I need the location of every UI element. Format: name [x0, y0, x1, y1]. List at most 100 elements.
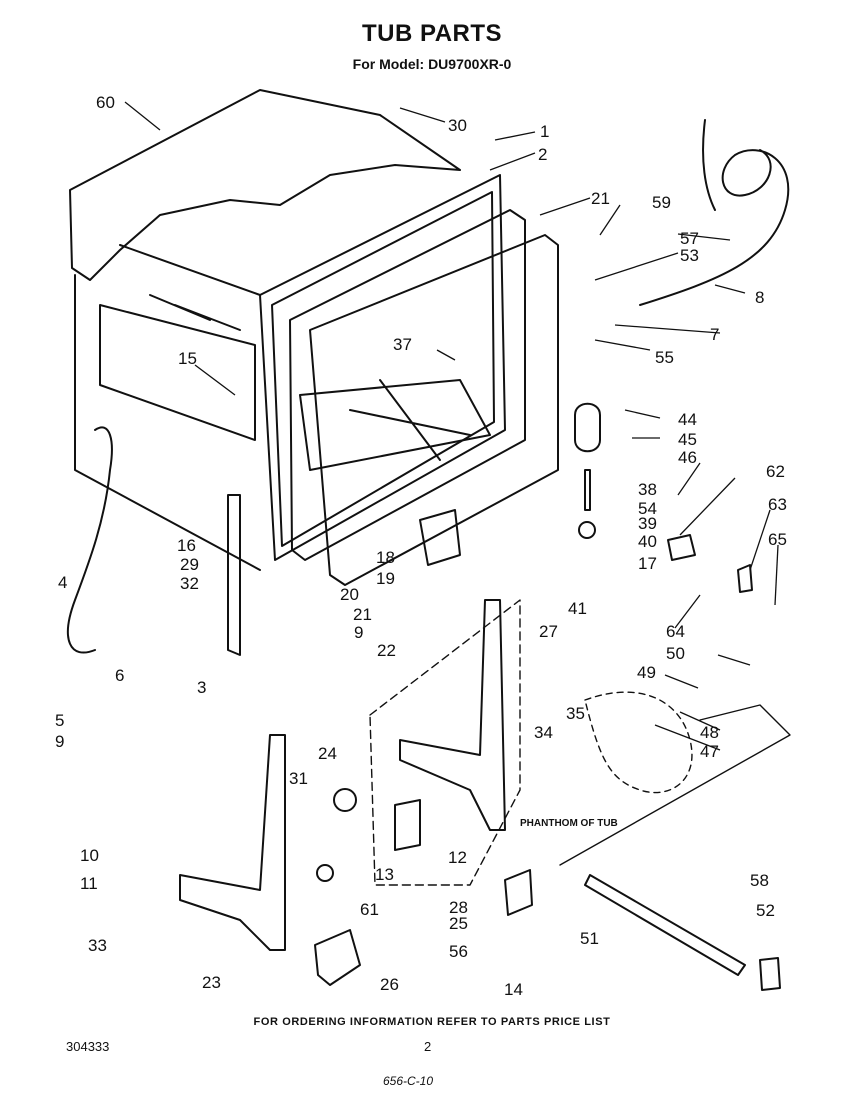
- callout-22: 22: [377, 641, 396, 660]
- door-gasket-loop: [289, 209, 526, 561]
- callout-38: 38: [638, 480, 657, 499]
- callout-15: 15: [178, 349, 197, 368]
- callout-29: 29: [180, 555, 199, 574]
- callout-28: 28: [449, 898, 468, 917]
- connector-62: [667, 534, 696, 561]
- ordering-note: FOR ORDERING INFORMATION REFER TO PARTS …: [253, 1016, 611, 1028]
- callout-37: 37: [393, 335, 412, 354]
- callout-14: 14: [504, 980, 523, 999]
- right-bracket: [399, 599, 506, 831]
- callout-6: 6: [115, 666, 124, 685]
- callout-34: 34: [534, 723, 553, 742]
- callout-52: 52: [756, 901, 775, 920]
- callout-20: 20: [340, 585, 359, 604]
- callout-11: 11: [80, 874, 98, 893]
- callout-60: 60: [96, 93, 115, 112]
- tub-front-inner-frame: [271, 191, 495, 547]
- callout-58: 58: [750, 871, 769, 890]
- callout-9: 9: [55, 732, 64, 751]
- door-gasket-inner: [309, 234, 559, 586]
- callout-19: 19: [376, 569, 395, 588]
- callout-32: 32: [180, 574, 199, 593]
- callout-61: 61: [360, 900, 379, 919]
- mount-bracket: [394, 799, 421, 851]
- callout-leaders: [124, 101, 779, 751]
- float: [574, 402, 601, 453]
- callout-64: 64: [666, 622, 685, 641]
- callout-9: 9: [354, 623, 363, 642]
- callout-16: 16: [177, 536, 196, 555]
- callout-25: 25: [449, 914, 468, 933]
- pump-impeller: [333, 788, 357, 812]
- callout-17: 17: [638, 554, 657, 573]
- fill-hose: [639, 119, 790, 306]
- phantom-tub-label: PHANTHOM OF TUB: [520, 818, 618, 829]
- callout-26: 26: [380, 975, 399, 994]
- callout-48: 48: [700, 723, 719, 742]
- callout-49: 49: [637, 663, 656, 682]
- phantom-tub-outline: [584, 691, 693, 794]
- callout-59: 59: [652, 193, 671, 212]
- drain-hose: [66, 426, 113, 654]
- callout-24: 24: [318, 744, 337, 763]
- diagram-title: TUB PARTS: [361, 20, 503, 47]
- callout-33: 33: [88, 936, 107, 955]
- tub-left-panel-cutout: [99, 304, 256, 441]
- callout-63: 63: [768, 495, 787, 514]
- callout-21: 21: [353, 605, 372, 624]
- callout-55: 55: [655, 348, 674, 367]
- callout-53: 53: [680, 246, 699, 265]
- callout-10: 10: [80, 846, 99, 865]
- callout-51: 51: [580, 929, 599, 948]
- clip-28: [504, 869, 533, 916]
- callout-40: 40: [638, 532, 657, 551]
- lower-dashed-frame: [369, 599, 521, 886]
- thermostat-block: [419, 509, 461, 566]
- grommet: [316, 864, 334, 882]
- seal-cap: [759, 957, 781, 991]
- callout-65: 65: [768, 530, 787, 549]
- callout-8: 8: [755, 288, 764, 307]
- insulation-blanket: [69, 89, 461, 281]
- callout-23: 23: [202, 973, 221, 992]
- callout-31: 31: [289, 769, 308, 788]
- handwritten-note: 656-C-10: [383, 1074, 434, 1088]
- tub-slot-1: [149, 294, 241, 331]
- callout-3: 3: [197, 678, 206, 697]
- tub-floor-diag: [349, 379, 471, 461]
- base-rail: [584, 874, 746, 976]
- clip-63: [737, 564, 753, 593]
- callout-27: 27: [539, 622, 558, 641]
- callout-30: 30: [448, 116, 467, 135]
- tub-left-wall: [74, 274, 261, 571]
- callout-2: 2: [538, 145, 547, 164]
- model-subtitle: For Model: DU9700XR-0: [352, 56, 512, 72]
- callout-35: 35: [566, 704, 585, 723]
- callout-21: 21: [591, 189, 610, 208]
- callout-62: 62: [766, 462, 785, 481]
- float-cap: [578, 521, 596, 539]
- callout-12: 12: [448, 848, 467, 867]
- callout-18: 18: [376, 548, 395, 567]
- callout-7: 7: [710, 325, 719, 344]
- callout-45: 45: [678, 430, 697, 449]
- side-rail: [227, 494, 241, 656]
- document-number: 304333: [66, 1039, 110, 1054]
- callout-4: 4: [58, 573, 67, 592]
- base-rail-dashes: [559, 704, 791, 866]
- page-number: 2: [424, 1039, 432, 1054]
- float-stem: [584, 469, 591, 511]
- tub-floor: [299, 379, 491, 471]
- callout-54: 54: [638, 499, 657, 518]
- callout-56: 56: [449, 942, 468, 961]
- callout-39: 39: [638, 514, 657, 533]
- callout-13: 13: [375, 865, 394, 884]
- callout-1: 1: [540, 122, 549, 141]
- callout-44: 44: [678, 410, 697, 429]
- callout-5: 5: [55, 711, 64, 730]
- valve-body: [314, 929, 361, 986]
- tub-top-edge: [119, 244, 261, 296]
